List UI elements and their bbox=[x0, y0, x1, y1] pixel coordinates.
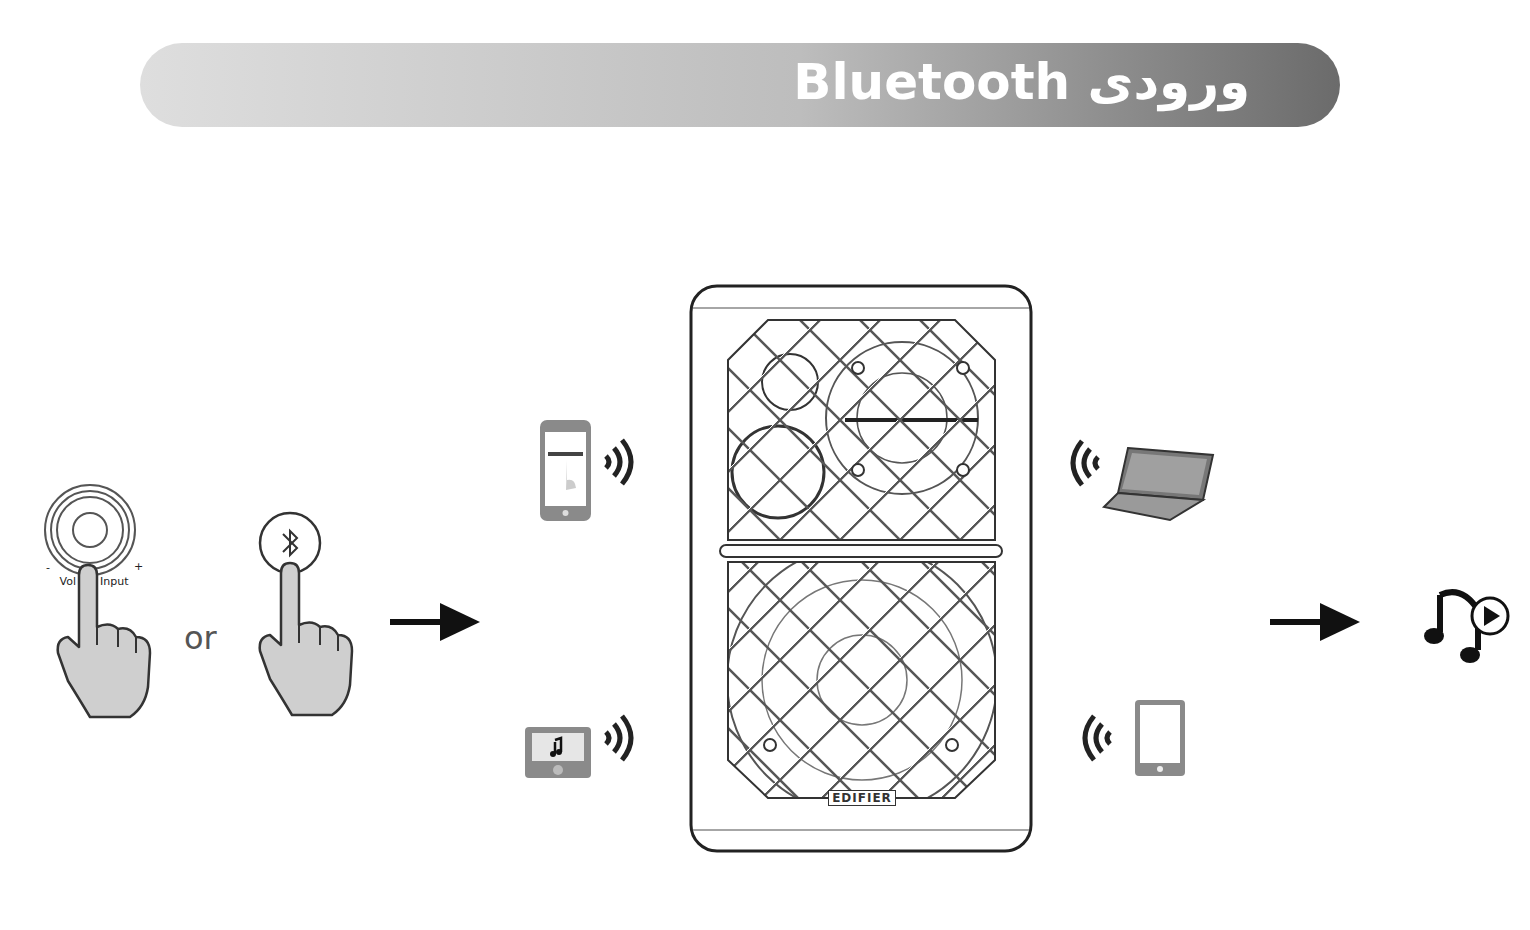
knob-label: Vol bbox=[60, 575, 76, 588]
pointing-hand bbox=[260, 563, 352, 715]
wireless-waves bbox=[1073, 441, 1098, 485]
smartphone-icon bbox=[540, 420, 591, 521]
knob-minus: - bbox=[46, 561, 50, 574]
laptop-icon bbox=[1104, 448, 1213, 520]
music-player-icon bbox=[525, 727, 591, 778]
knob-label: Input bbox=[100, 575, 128, 588]
speaker bbox=[691, 286, 1031, 851]
wireless-waves bbox=[606, 716, 631, 760]
volume-knob bbox=[45, 485, 135, 575]
knob-plus: + bbox=[134, 560, 143, 573]
brand-logo: EDIFIER bbox=[828, 790, 896, 806]
pointing-hand bbox=[58, 565, 150, 717]
tablet-icon bbox=[1135, 700, 1185, 776]
title-band bbox=[140, 43, 1340, 127]
music-playback-icon bbox=[1424, 592, 1508, 663]
wireless-waves bbox=[1085, 716, 1110, 760]
wireless-waves bbox=[606, 440, 631, 484]
connector-word: or bbox=[184, 619, 217, 657]
title-text: ورودی Bluetooth bbox=[793, 52, 1250, 112]
